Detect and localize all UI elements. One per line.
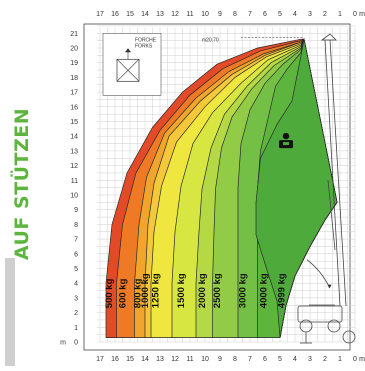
x-tick-bottom-8: 8 <box>233 356 237 363</box>
capacity-label-1000-kg: 1000 kg <box>140 273 151 308</box>
side-bar <box>5 258 15 366</box>
y-tick-7: 7 <box>74 237 78 244</box>
x-tick-top-14: 14 <box>141 11 149 18</box>
x-tick-top-10: 10 <box>201 11 209 18</box>
inner-curve <box>279 202 338 338</box>
x-tick-top-6: 6 <box>263 11 267 18</box>
outrigger-box <box>102 32 162 96</box>
y-tick-19: 19 <box>70 60 78 67</box>
x-tick-bottom-1: 1 <box>338 356 342 363</box>
x-tick-top-2: 2 <box>323 11 327 18</box>
outrigger-label-1: FORCHE <box>135 37 157 43</box>
capacity-label-2500-kg: 2500 kg <box>212 273 223 308</box>
capacity-label-1250-kg: 1250 kg <box>151 273 162 308</box>
y-tick-0: 0 <box>74 340 78 347</box>
y-tick-8: 8 <box>74 222 78 229</box>
y-tick-6: 6 <box>74 251 78 258</box>
x-tick-top-17: 17 <box>96 11 104 18</box>
y-tick-12: 12 <box>70 163 78 170</box>
y-tick-13: 13 <box>70 148 78 155</box>
x-tick-bottom-11: 11 <box>186 356 193 363</box>
x-tick-bottom-7: 7 <box>248 356 252 363</box>
capacity-label-2000-kg: 2000 kg <box>197 273 208 308</box>
x-tick-bottom-9: 9 <box>218 356 222 363</box>
x-tick-top-12: 12 <box>171 11 179 18</box>
x-tick-bottom-4: 4 <box>293 356 297 363</box>
x-tick-bottom-12: 12 <box>171 356 179 363</box>
x-tick-top-16: 16 <box>111 11 119 18</box>
x-tick-top-11: 11 <box>186 11 193 18</box>
capacity-label-4999-kg: 4999 kg <box>277 273 288 308</box>
rotation-arrow-head <box>327 284 332 289</box>
x-tick-top-8: 8 <box>233 11 237 18</box>
x-tick-bottom-13: 13 <box>156 356 164 363</box>
x-tick-top-3: 3 <box>308 11 312 18</box>
y-tick-20: 20 <box>70 46 78 53</box>
x-tick-bottom-2: 2 <box>323 356 327 363</box>
x-tick-bottom-14: 14 <box>141 356 149 363</box>
y-tick-14: 14 <box>70 134 78 141</box>
y-tick-3: 3 <box>74 295 78 302</box>
y-tick-21: 21 <box>70 31 78 38</box>
outrigger-arrow-head <box>125 48 131 53</box>
x-unit-bottom: m <box>359 356 365 363</box>
y-tick-16: 16 <box>70 104 78 111</box>
y-tick-18: 18 <box>70 75 78 82</box>
max-height-label: m20.70 <box>202 37 219 43</box>
x-tick-top-13: 13 <box>156 11 164 18</box>
capacity-label-600-kg: 600 kg <box>118 278 129 308</box>
x-tick-top-1: 1 <box>338 11 342 18</box>
x-tick-top-7: 7 <box>248 11 252 18</box>
y-tick-17: 17 <box>70 90 78 97</box>
x-tick-top-15: 15 <box>126 11 134 18</box>
inner-boundary-line <box>279 202 338 338</box>
capacity-label-800-kg: 800 kg <box>133 278 144 308</box>
load-zones <box>105 37 338 338</box>
x-tick-bottom-15: 15 <box>126 356 134 363</box>
x-tick-bottom-5: 5 <box>278 356 282 363</box>
y-tick-9: 9 <box>74 207 78 214</box>
y-tick-2: 2 <box>74 310 78 317</box>
operator-head-icon <box>282 132 290 140</box>
x-tick-top-5: 5 <box>278 11 282 18</box>
y-tick-15: 15 <box>70 119 78 126</box>
operator-panel-icon <box>283 142 289 146</box>
x-tick-bottom-17: 17 <box>96 356 104 363</box>
x-tick-bottom-0: 0 <box>353 356 357 363</box>
capacity-label-500-kg: 500 kg <box>104 278 115 308</box>
x-tick-bottom-6: 6 <box>263 356 267 363</box>
y-tick-5: 5 <box>74 266 78 273</box>
crane-drawing <box>297 33 356 344</box>
y-tick-4: 4 <box>74 281 78 288</box>
x-tick-top-4: 4 <box>293 11 297 18</box>
capacity-label-3000-kg: 3000 kg <box>238 273 249 308</box>
x-unit-top: m <box>359 11 365 18</box>
x-tick-bottom-10: 10 <box>201 356 209 363</box>
y-tick-11: 11 <box>71 178 78 185</box>
y-tick-10: 10 <box>70 193 78 200</box>
side-band: AUF STÜTZEN <box>0 0 46 371</box>
y-unit: m <box>60 340 66 347</box>
y-tick-1: 1 <box>74 325 78 332</box>
capacity-label-1500-kg: 1500 kg <box>176 273 187 308</box>
x-tick-bottom-16: 16 <box>111 356 119 363</box>
outrigger-diag-2 <box>116 59 140 82</box>
x-tick-bottom-3: 3 <box>308 356 312 363</box>
outrigger-label-2: FORKS <box>135 43 153 49</box>
x-tick-top-9: 9 <box>218 11 222 18</box>
capacity-label-4000-kg: 4000 kg <box>259 273 270 308</box>
x-tick-top-0: 0 <box>353 11 357 18</box>
